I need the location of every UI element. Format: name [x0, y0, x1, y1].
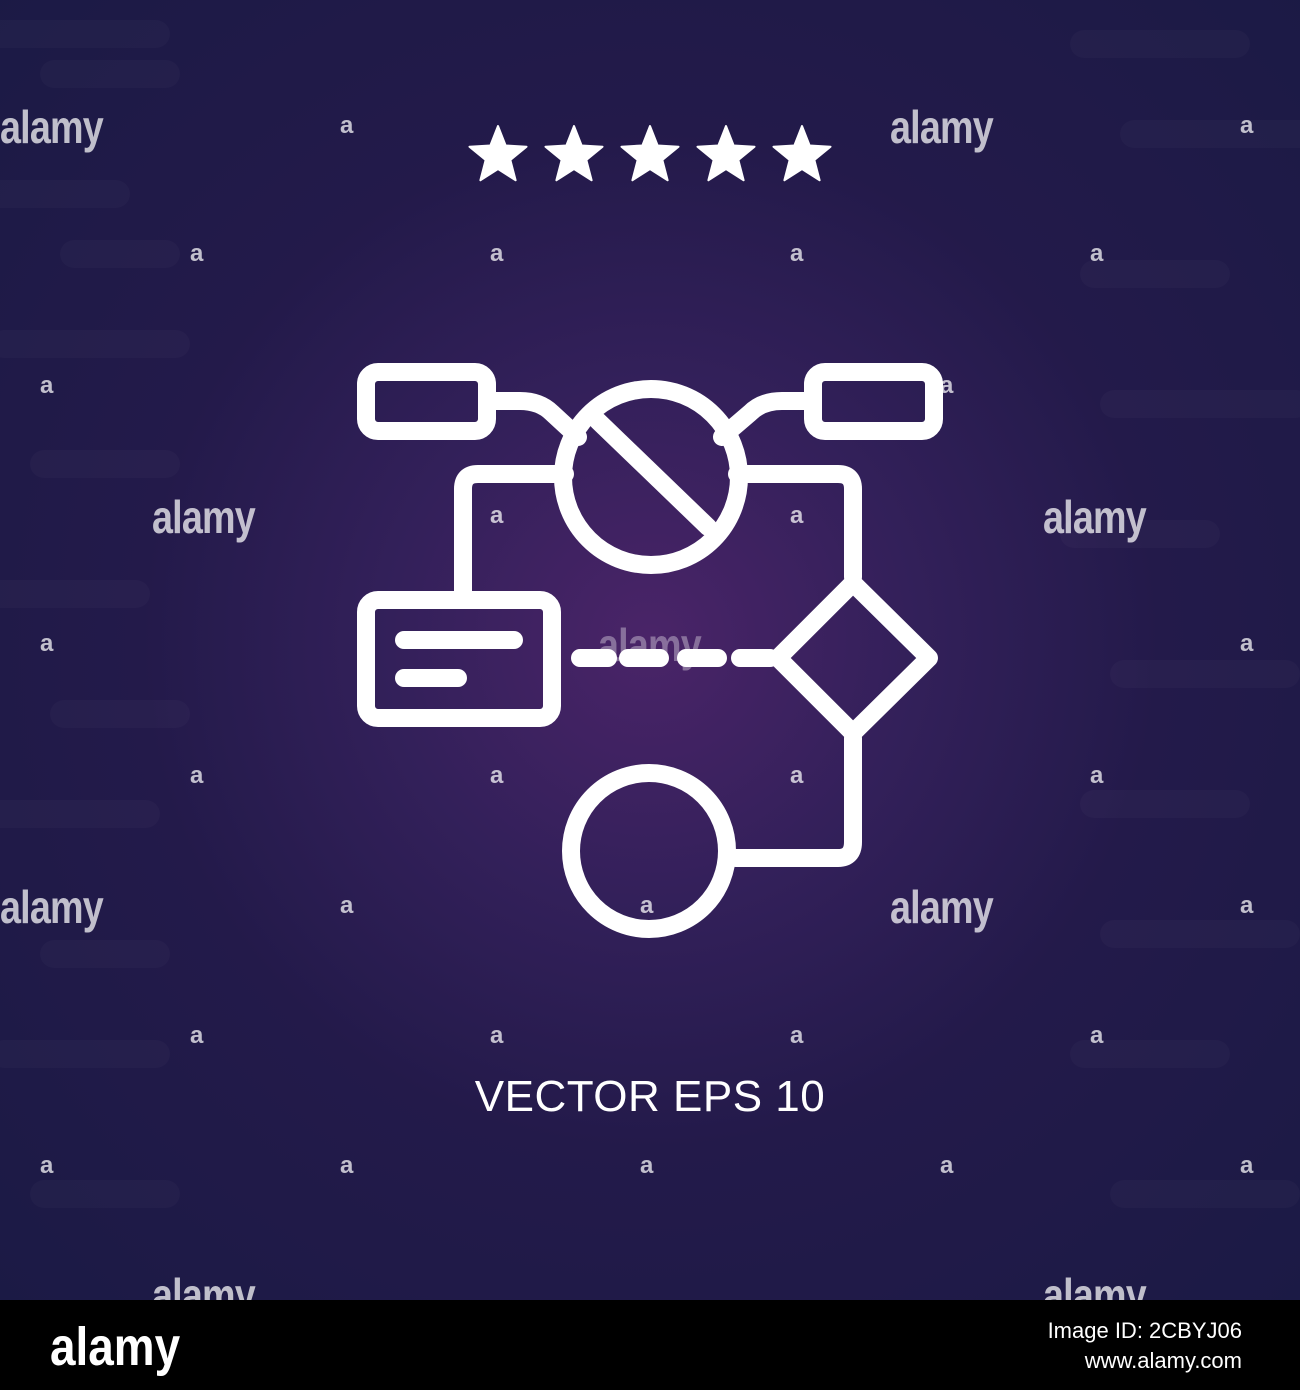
watermark-mark: a	[790, 762, 804, 789]
watermark-mark: a	[490, 1022, 504, 1049]
watermark-mark: a	[940, 372, 954, 399]
connector-left	[478, 392, 587, 446]
end-circle	[562, 764, 736, 938]
watermark-mark: a	[40, 1152, 54, 1179]
watermark-mark: a	[490, 240, 504, 267]
star-icon	[770, 122, 834, 192]
watermark-text: alamy	[0, 101, 104, 153]
watermark-mark: a	[940, 1152, 954, 1179]
watermark-text: alamy	[0, 881, 104, 933]
watermark-text: alamy	[890, 881, 994, 933]
watermark-mark: a	[190, 1022, 204, 1049]
star-icon	[542, 122, 606, 192]
watermark-mark: a	[1240, 112, 1254, 139]
watermark-mark: a	[1090, 1022, 1104, 1049]
watermark-mark: a	[1240, 892, 1254, 919]
star-rating	[450, 122, 850, 192]
watermark-mark: a	[40, 372, 54, 399]
watermark-text: alamy	[152, 491, 256, 543]
text-card	[357, 591, 561, 727]
flowchart-icon	[357, 363, 943, 938]
connector-bottom	[727, 729, 862, 867]
decision-diamond	[769, 574, 938, 742]
watermark-text: alamy	[152, 1269, 256, 1300]
watermark-mark: a	[340, 112, 354, 139]
watermark-mark: a	[790, 502, 804, 529]
watermark-text: alamy	[1043, 491, 1147, 543]
star-icon	[618, 122, 682, 192]
artwork: alamy alamy alamy alamy alamy alamy alam…	[0, 0, 1300, 1300]
watermark-mark: a	[490, 502, 504, 529]
watermark-mark: a	[490, 762, 504, 789]
footer-bar: alamy Image ID: 2CBYJ06 www.alamy.com	[0, 1300, 1300, 1390]
top-left-box	[357, 363, 496, 440]
footer-logo: alamy	[50, 1317, 181, 1377]
watermark-mark: a	[190, 240, 204, 267]
watermark-mark: a	[790, 240, 804, 267]
connector-right	[713, 392, 822, 446]
star-icon	[694, 122, 758, 192]
watermark-text: alamy	[890, 101, 994, 153]
footer-url: www.alamy.com	[1084, 1348, 1242, 1373]
watermark-mark: a	[1240, 630, 1254, 657]
watermark-mark: a	[640, 1152, 654, 1179]
connector-loop	[454, 465, 862, 607]
watermark-mark: a	[1090, 240, 1104, 267]
star-icon	[466, 122, 530, 192]
watermark-mark: a	[40, 630, 54, 657]
watermark-mark: a	[340, 1152, 354, 1179]
watermark-mark: a	[1240, 1152, 1254, 1179]
watermark-mark: a	[640, 892, 654, 919]
watermark-mark: a	[1090, 762, 1104, 789]
watermark-mark: a	[340, 892, 354, 919]
watermark-mark: a	[190, 762, 204, 789]
caption: VECTOR EPS 10	[474, 1072, 826, 1121]
watermark-text: alamy	[1043, 1269, 1147, 1300]
top-right-box	[804, 363, 943, 440]
watermark-mark: a	[790, 1022, 804, 1049]
prohibit-slash	[589, 412, 717, 536]
image-id: Image ID: 2CBYJ06	[1047, 1318, 1242, 1343]
